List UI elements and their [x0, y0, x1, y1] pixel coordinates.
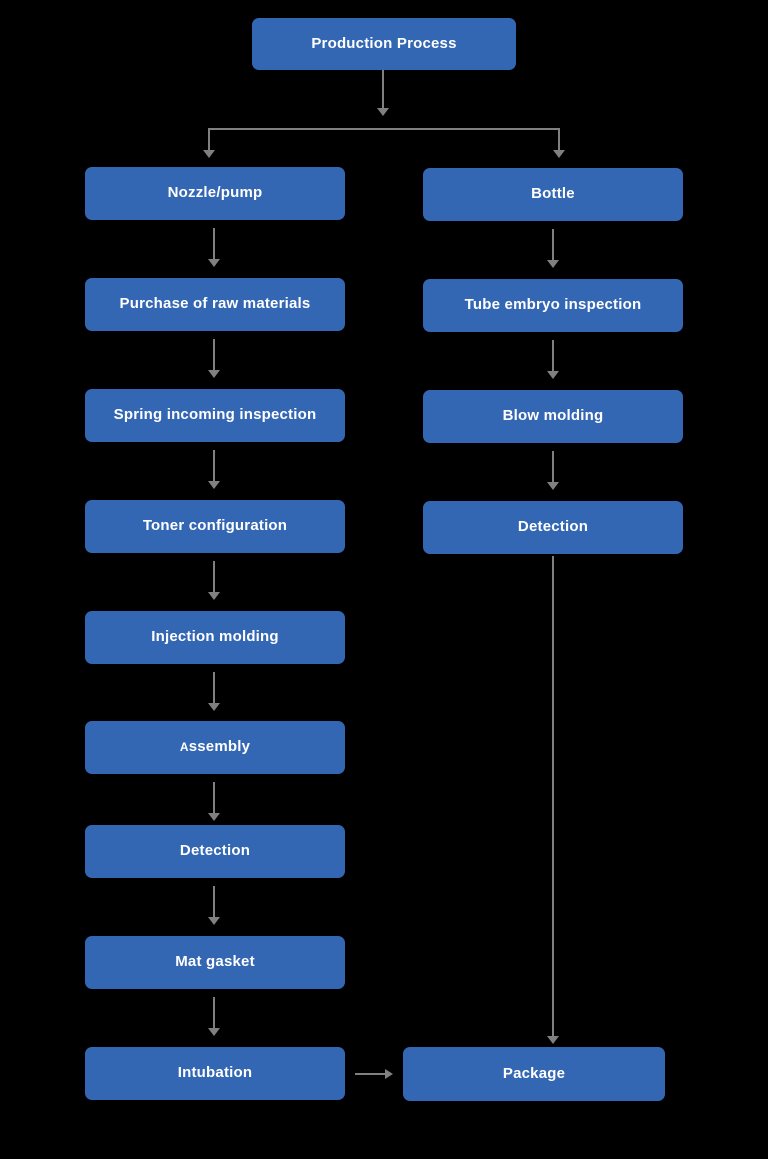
connector-split-left [208, 128, 210, 152]
node-assembly[interactable]: Assembly [85, 721, 345, 774]
connector-left-6 [213, 782, 215, 815]
node-label: Toner configuration [142, 517, 288, 535]
node-purchase-of-raw-materials[interactable]: Purchase of raw materials [85, 278, 345, 331]
node-label: Purchase of raw materials [119, 295, 311, 313]
connector-right-3 [552, 451, 554, 484]
arrowhead-split-left-icon [203, 150, 215, 158]
arrowhead-left-3-icon [208, 481, 220, 489]
arrowhead-left-5-icon [208, 703, 220, 711]
node-bottle[interactable]: Bottle [423, 168, 683, 221]
node-production-process[interactable]: Production Process [252, 18, 516, 70]
arrowhead-intubation-to-package-icon [385, 1069, 393, 1079]
arrowhead-right-1-icon [547, 260, 559, 268]
node-label: Tube embryo inspection [464, 296, 642, 314]
connector-left-1 [213, 228, 215, 261]
node-label-lead: A [179, 740, 189, 755]
connector-left-3 [213, 450, 215, 483]
node-label: Nozzle/pump [167, 184, 263, 202]
arrowhead-left-4-icon [208, 592, 220, 600]
connector-right-2 [552, 340, 554, 373]
node-label: Blow molding [502, 407, 604, 425]
node-label: Spring incoming inspection [113, 406, 317, 424]
node-package[interactable]: Package [403, 1047, 665, 1101]
arrowhead-root-stem-icon [377, 108, 389, 116]
connector-left-2 [213, 339, 215, 372]
node-mat-gasket[interactable]: Mat gasket [85, 936, 345, 989]
node-blow-molding[interactable]: Blow molding [423, 390, 683, 443]
node-toner-configuration[interactable]: Toner configuration [85, 500, 345, 553]
connector-left-7 [213, 886, 215, 919]
arrowhead-detection-to-package-icon [547, 1036, 559, 1044]
node-label: Bottle [531, 185, 575, 203]
arrowhead-left-1-icon [208, 259, 220, 267]
node-label: Mat gasket [175, 953, 255, 971]
node-label-rest: ssembly [188, 738, 251, 756]
node-label: Assembly [180, 739, 250, 756]
connector-split-bar [208, 128, 560, 130]
node-label: Detection [179, 842, 251, 860]
connector-left-8 [213, 997, 215, 1030]
node-nozzle-pump[interactable]: Nozzle/pump [85, 167, 345, 220]
arrowhead-left-7-icon [208, 917, 220, 925]
node-detection-right[interactable]: Detection [423, 501, 683, 554]
node-detection-left[interactable]: Detection [85, 825, 345, 878]
node-injection-molding[interactable]: Injection molding [85, 611, 345, 664]
arrowhead-right-3-icon [547, 482, 559, 490]
connector-intubation-to-package [355, 1073, 387, 1075]
node-spring-incoming-inspection[interactable]: Spring incoming inspection [85, 389, 345, 442]
node-intubation[interactable]: Intubation [85, 1047, 345, 1100]
arrowhead-right-2-icon [547, 371, 559, 379]
connector-detection-to-package [552, 556, 554, 1040]
connector-split-right [558, 128, 560, 152]
arrowhead-left-6-icon [208, 813, 220, 821]
node-label: Package [502, 1064, 566, 1082]
node-label: Intubation [177, 1064, 253, 1082]
connector-root-stem [382, 70, 384, 110]
arrowhead-split-right-icon [553, 150, 565, 158]
connector-left-4 [213, 561, 215, 594]
node-tube-embryo-inspection[interactable]: Tube embryo inspection [423, 279, 683, 332]
arrowhead-left-8-icon [208, 1028, 220, 1036]
node-label: Detection [517, 518, 589, 536]
arrowhead-left-2-icon [208, 370, 220, 378]
connector-left-5 [213, 672, 215, 705]
connector-right-1 [552, 229, 554, 262]
node-label: Production Process [311, 34, 457, 52]
node-label: Injection molding [151, 628, 279, 646]
